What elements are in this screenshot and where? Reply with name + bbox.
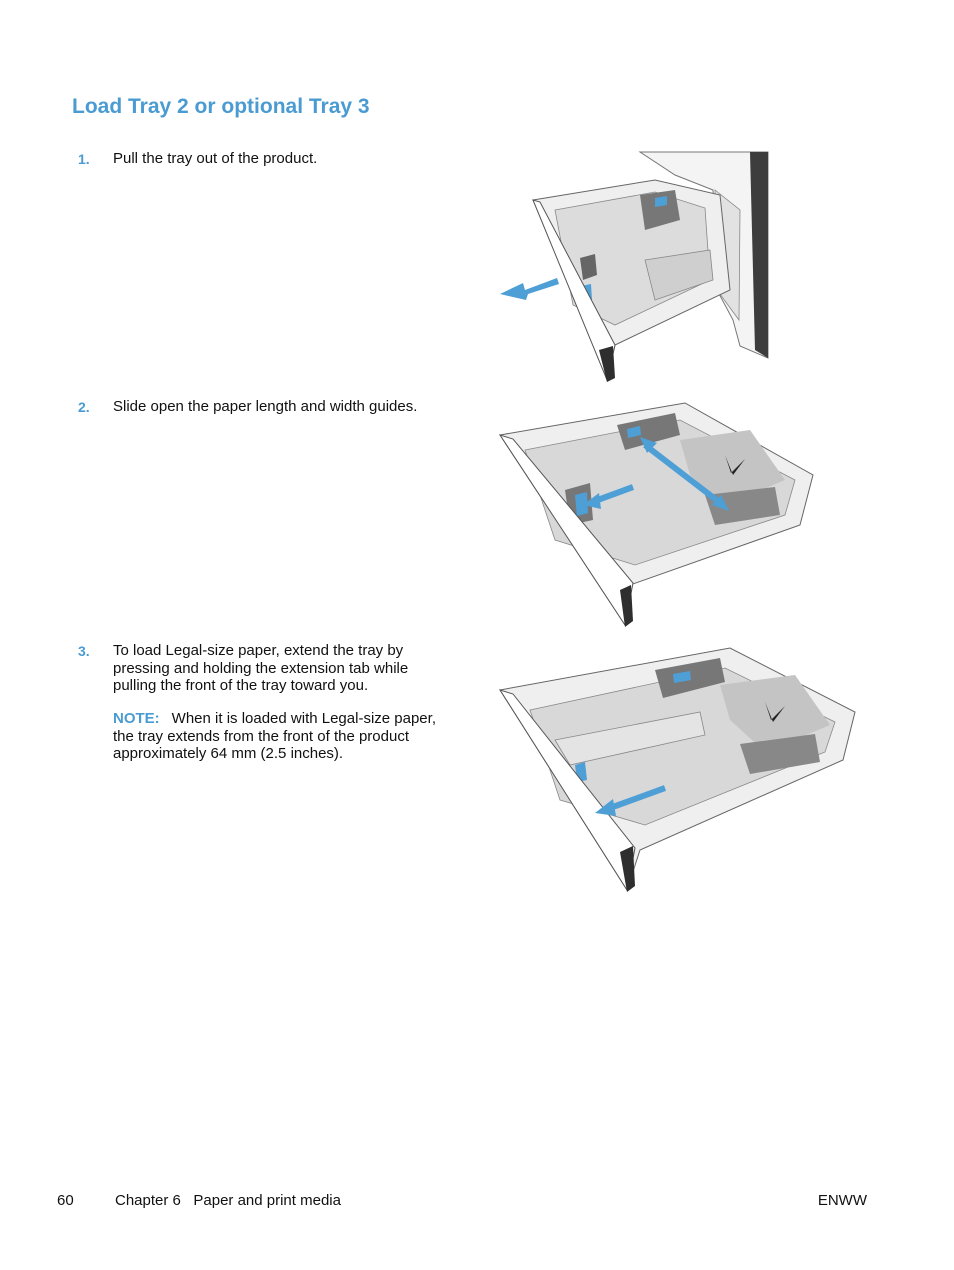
page-number: 60 [57, 1192, 74, 1209]
step-text-2: Slide open the paper length and width gu… [113, 398, 418, 415]
page-title: Load Tray 2 or optional Tray 3 [72, 95, 370, 118]
note: NOTE:When it is loaded with Legal-size p… [113, 710, 443, 763]
chapter-title: Chapter 6 Paper and print media [115, 1192, 341, 1209]
tray-guides-illustration [498, 402, 814, 627]
step-text-1: Pull the tray out of the product. [113, 150, 318, 167]
step-number-2: 2. [78, 399, 90, 415]
note-label: NOTE: [113, 710, 160, 727]
tray-extend-illustration [498, 647, 856, 892]
step-number-3: 3. [78, 643, 90, 659]
note-text: When it is loaded with Legal-size paper,… [113, 710, 436, 762]
step-number-1: 1. [78, 151, 90, 167]
footer-brand: ENWW [817, 1192, 867, 1209]
tray-pull-out-illustration [500, 151, 769, 382]
step-text-3: To load Legal-size paper, extend the tra… [113, 642, 409, 694]
